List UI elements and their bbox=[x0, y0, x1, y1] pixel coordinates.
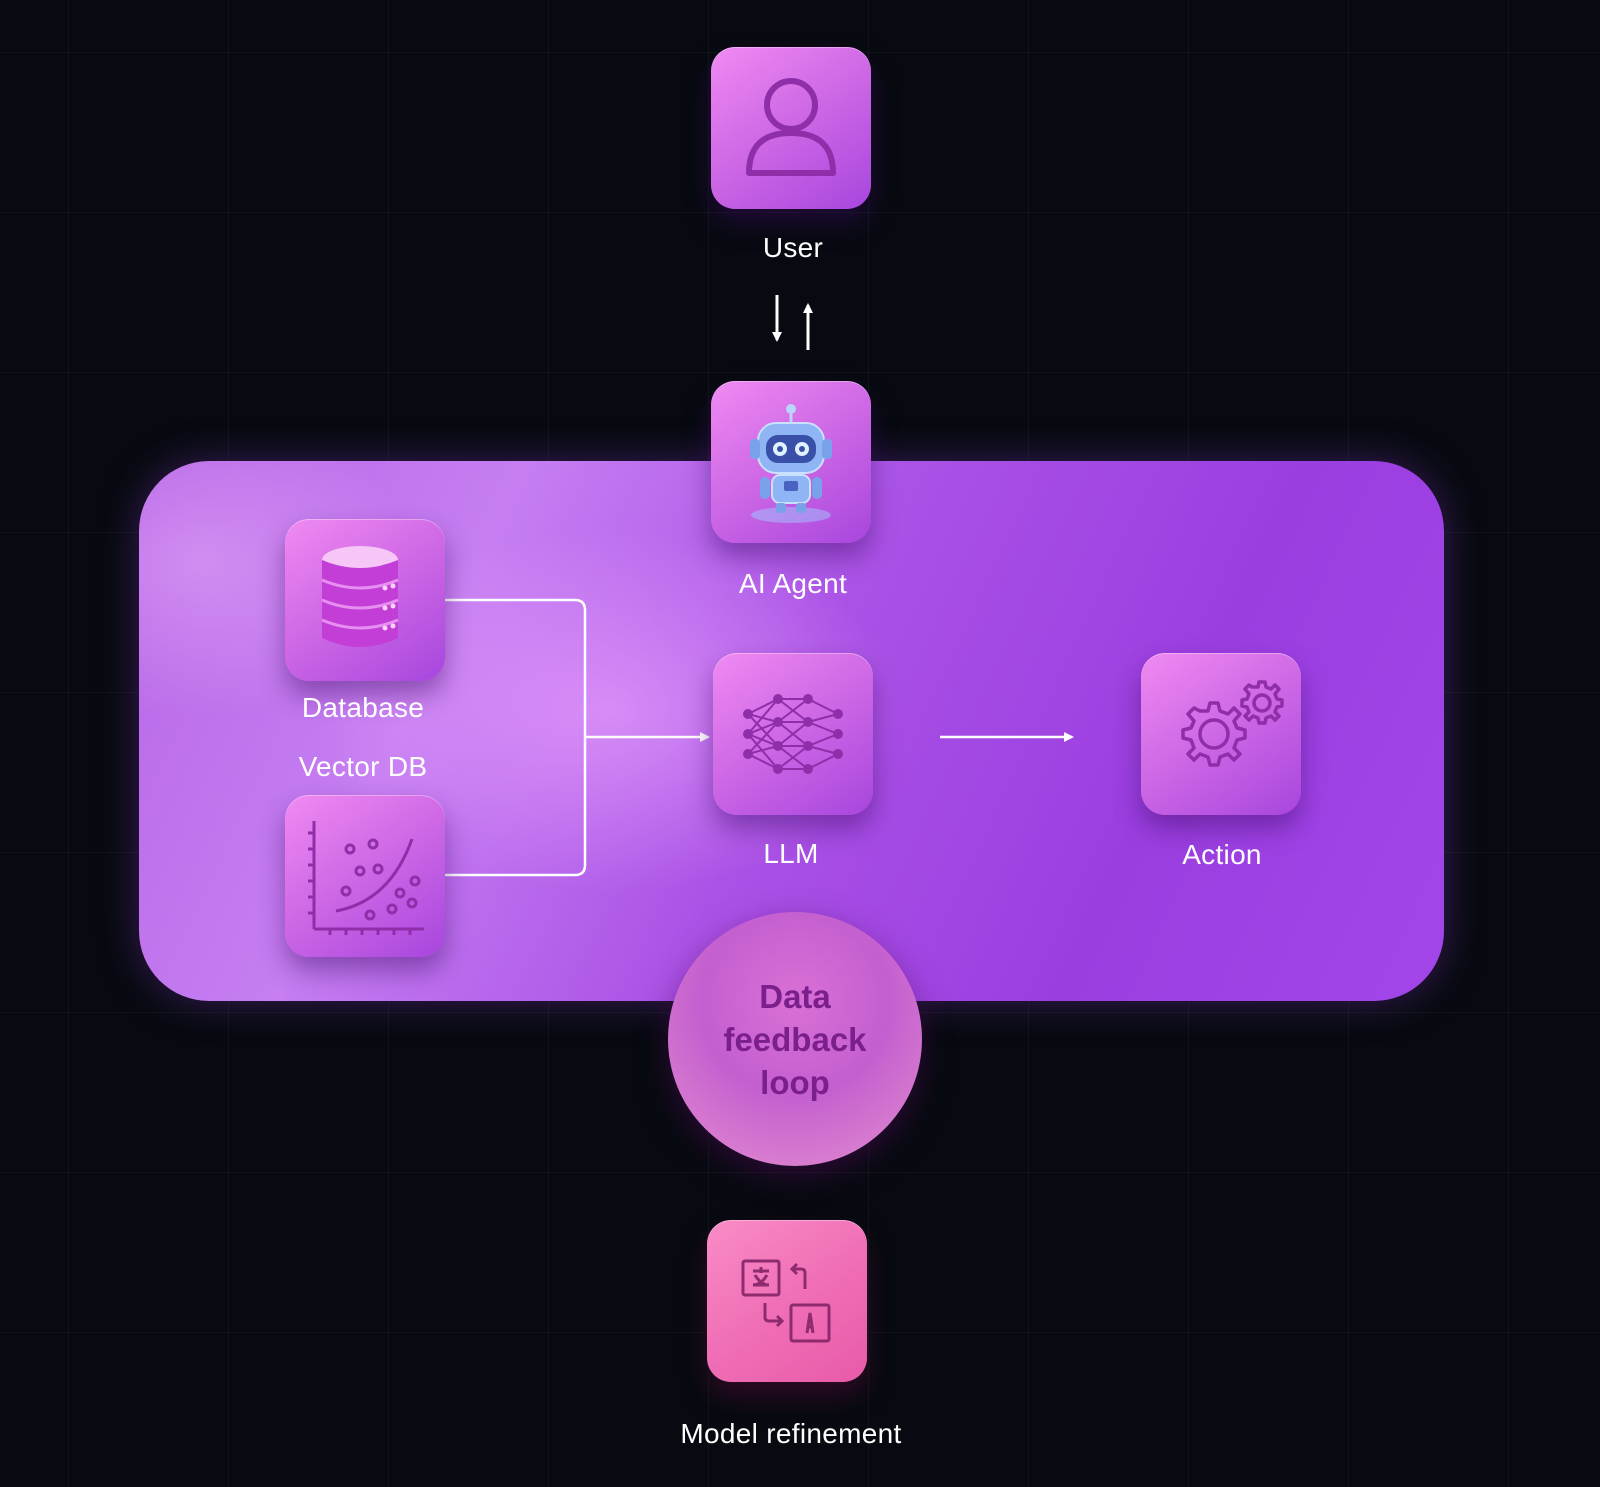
feedback-loop-label: Data feedback loop bbox=[723, 977, 867, 1101]
database-icon bbox=[321, 546, 399, 647]
user-label: User bbox=[762, 232, 824, 263]
model-refinement-node bbox=[707, 1220, 867, 1382]
model-refinement-label: Model refinement bbox=[680, 1418, 902, 1449]
robot-icon bbox=[750, 404, 832, 523]
vector-db-label: Vector DB bbox=[298, 751, 428, 782]
feedback-loop-node: Data feedback loop bbox=[668, 912, 922, 1166]
user-icon bbox=[746, 78, 836, 176]
action-label: Action bbox=[1182, 839, 1262, 870]
gears-icon bbox=[1181, 680, 1284, 767]
llm-node bbox=[713, 653, 873, 815]
neural-network-icon bbox=[743, 694, 843, 774]
user-node bbox=[711, 47, 871, 209]
agent-label: AI Agent bbox=[738, 568, 848, 599]
action-node bbox=[1141, 653, 1301, 815]
llm-label: LLM bbox=[763, 838, 819, 869]
scatter-plot-icon bbox=[308, 821, 424, 935]
agent-node bbox=[711, 381, 871, 543]
database-node bbox=[285, 519, 445, 681]
database-label: Database bbox=[301, 692, 425, 723]
translate-icon bbox=[741, 1259, 831, 1343]
connector-database bbox=[445, 598, 587, 877]
vector-db-node bbox=[285, 795, 445, 957]
